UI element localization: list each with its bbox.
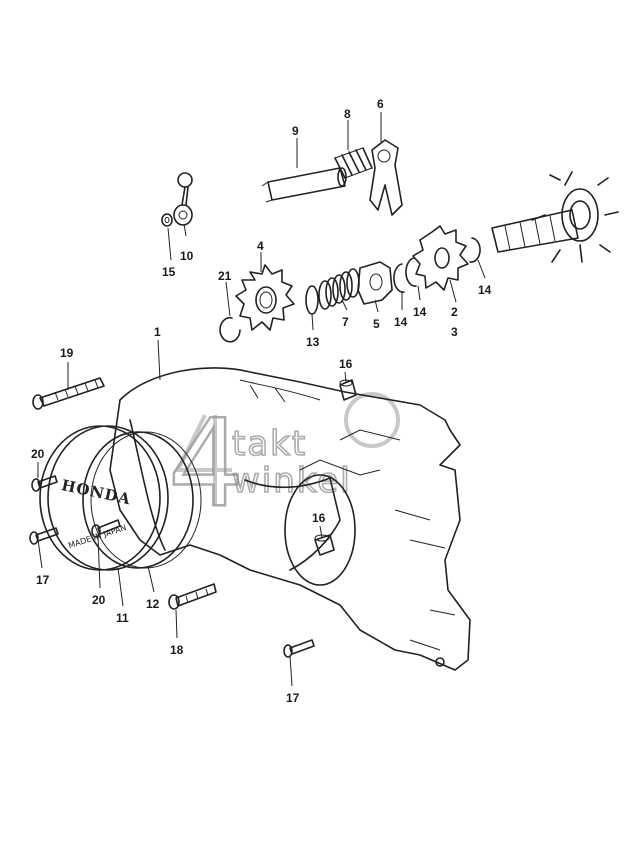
small-washer-part [161,213,173,227]
screw-20-cover-part [91,519,121,538]
clutch-hub-part [357,261,393,305]
gasket-part [82,431,202,569]
watermark-word-top: takt [232,424,307,464]
callout-4: 4 [257,239,264,253]
crankcase-cover-part [109,367,471,671]
callout-16-a: 16 [339,357,353,371]
callout-14-c: 14 [478,283,492,297]
sprocket-part [235,264,295,331]
spring-part [334,147,373,179]
callout-12: 12 [146,597,160,611]
callout-7: 7 [342,315,349,329]
drive-gear-part [412,225,469,291]
callout-20-b: 20 [92,593,106,607]
dowel-pin-part [339,379,357,401]
callout-21: 21 [218,269,232,283]
callout-14-a: 14 [394,315,408,329]
callout-9: 9 [292,124,299,138]
callout-3: 3 [451,325,458,339]
callout-6: 6 [377,97,384,111]
dowel-pin-lower-part [314,534,335,556]
cover-brand-marking: HONDA [60,476,133,508]
callout-17-a: 17 [36,573,50,587]
long-bolt-part [32,377,105,410]
callout-15: 15 [162,265,176,279]
leader-lines [37,112,486,687]
clutch-spring-part [318,268,360,310]
callout-2: 2 [451,305,458,319]
callout-18: 18 [170,643,184,657]
mainshaft-part [491,171,619,263]
callout-5: 5 [373,317,380,331]
callout-20-a: 20 [31,447,45,461]
callout-17-b: 17 [286,691,300,705]
callout-16-b: 16 [312,511,326,525]
watermark-logo: takt winkel [174,392,400,505]
callout-labels: 9 8 6 4 10 15 21 13 7 5 14 14 2 3 14 1 1… [31,97,492,705]
shift-pin-part [261,167,347,203]
ring-part [305,285,319,315]
screw-20-part [31,475,58,492]
lever-part [173,172,193,226]
callout-10: 10 [180,249,194,263]
callout-13: 13 [306,335,320,349]
circlip-part [219,316,241,343]
screw-17-lower-part [283,639,315,658]
callout-1: 1 [154,325,161,339]
shift-fork-part [369,139,403,216]
callout-11: 11 [116,611,129,625]
screw-17-part [29,527,59,545]
bolt-18-part [168,583,217,610]
circlip-14-part [393,237,481,293]
callout-14-b: 14 [413,305,427,319]
callout-19: 19 [60,346,74,360]
callout-8: 8 [344,107,351,121]
